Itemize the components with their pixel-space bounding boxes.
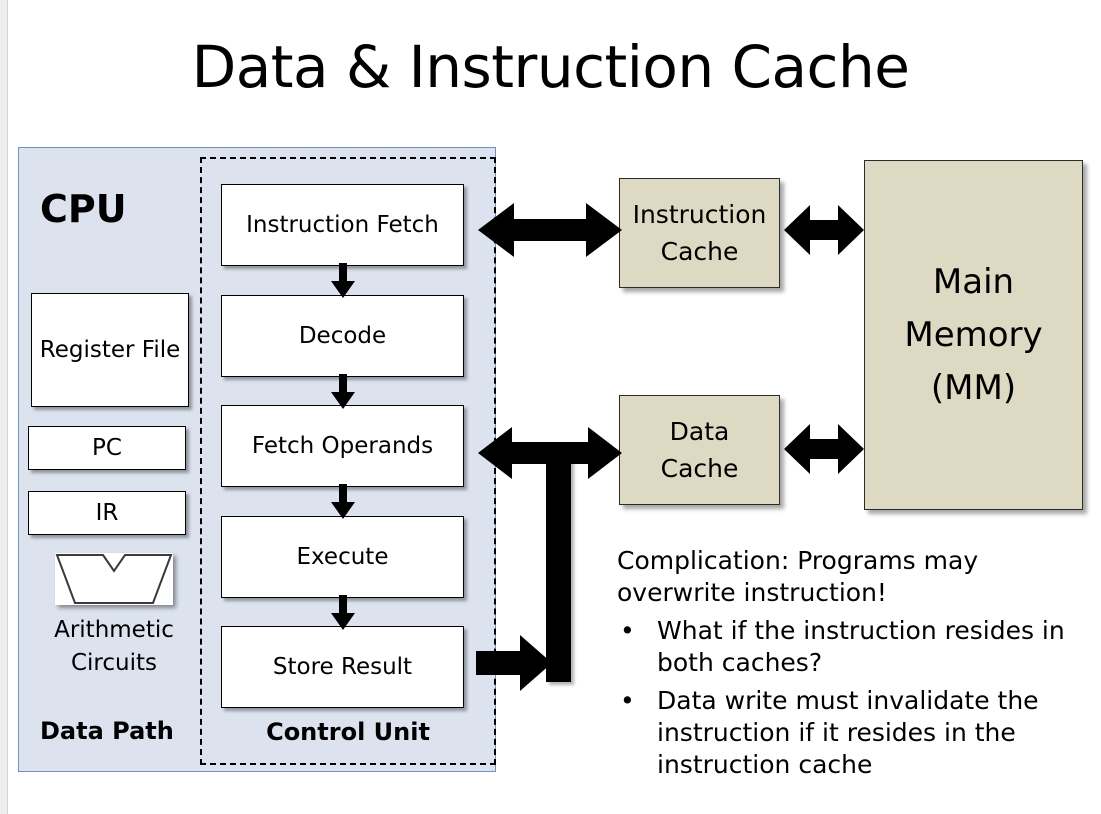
arrow-down-icon-3 <box>331 484 355 519</box>
alu-label-line2: Circuits <box>70 650 157 676</box>
bullet-icon: • <box>620 616 635 645</box>
notes-block: Complication: Programs may overwrite ins… <box>617 545 1087 781</box>
pc-register-label: PC <box>92 435 122 461</box>
stage-fetch-operands-label: Fetch Operands <box>251 433 434 459</box>
main-memory-box: Main Memory (MM) <box>864 160 1083 510</box>
stage-instruction-fetch-label: Instruction Fetch <box>246 212 439 238</box>
notes-bullet-list: • What if the instruction resides in bot… <box>617 615 1087 781</box>
ir-register-box: IR <box>28 491 186 535</box>
arrow-down-icon-2 <box>331 374 355 409</box>
stage-store-result: Store Result <box>221 626 464 708</box>
double-arrow-icon-dcache-mm <box>784 424 864 474</box>
list-item: • Data write must invalidate the instruc… <box>617 685 1087 781</box>
arrow-right-icon-storeresult-bus <box>476 635 552 691</box>
instruction-cache-box: Instruction Cache <box>619 178 780 288</box>
page-title: Data & Instruction Cache <box>191 33 910 101</box>
register-file-label: Register File <box>39 337 181 363</box>
alu-label-line1: Arithmetic <box>54 617 174 643</box>
main-memory-line3: (MM) <box>930 367 1017 408</box>
list-item-text: What if the instruction resides in both … <box>657 616 1065 677</box>
data-cache-line2: Cache <box>660 454 739 483</box>
list-item: • What if the instruction resides in bot… <box>617 615 1087 679</box>
left-gutter-strip <box>0 0 8 814</box>
alu-trapezoid-icon <box>55 553 173 605</box>
main-memory-line2: Memory <box>904 314 1043 355</box>
stage-store-result-label: Store Result <box>272 654 413 680</box>
alu-label: Arithmetic Circuits <box>28 614 200 680</box>
double-arrow-icon-icache-mm <box>784 205 864 255</box>
stage-execute: Execute <box>221 516 464 598</box>
cpu-label: CPU <box>40 187 127 231</box>
data-cache-line1: Data <box>669 417 730 446</box>
list-item-text: Data write must invalidate the instructi… <box>657 686 1039 779</box>
stage-decode-label: Decode <box>298 323 387 349</box>
arrow-down-icon-1 <box>331 263 355 298</box>
arrow-down-icon-4 <box>331 595 355 630</box>
main-memory-line1: Main <box>932 261 1015 302</box>
stage-instruction-fetch: Instruction Fetch <box>221 184 464 266</box>
register-file-box: Register File <box>31 293 189 407</box>
pc-register-box: PC <box>28 426 186 470</box>
data-cache-box: Data Cache <box>619 395 780 505</box>
control-unit-label: Control Unit <box>266 718 430 746</box>
notes-heading: Complication: Programs may overwrite ins… <box>617 546 979 607</box>
stage-execute-label: Execute <box>296 544 389 570</box>
ir-register-label: IR <box>95 500 119 526</box>
stage-fetch-operands: Fetch Operands <box>221 405 464 487</box>
stage-decode: Decode <box>221 295 464 377</box>
bullet-icon: • <box>620 686 635 715</box>
data-path-label: Data Path <box>40 717 174 745</box>
instruction-cache-line1: Instruction <box>632 200 767 229</box>
instruction-cache-line2: Cache <box>660 237 739 266</box>
double-arrow-icon-ifetch-icache <box>478 203 622 257</box>
data-bus-vertical-bar <box>546 452 571 682</box>
